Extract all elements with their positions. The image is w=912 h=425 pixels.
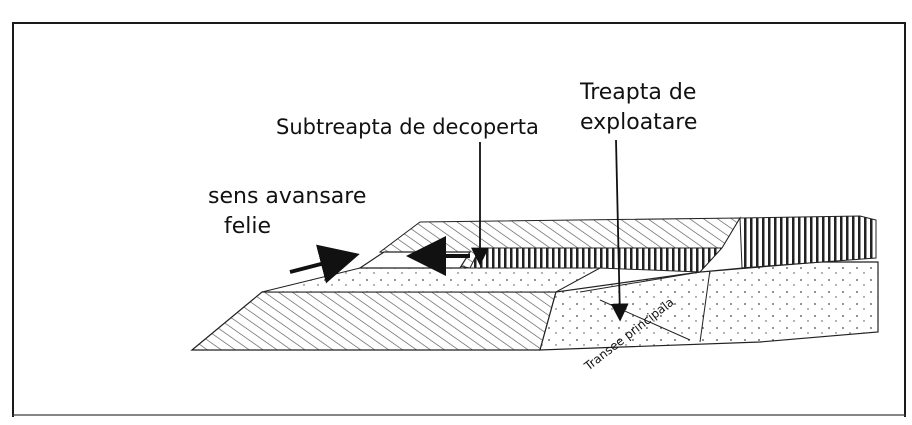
label-sens-line1: sens avansare: [208, 184, 366, 210]
advance-direction-arrow: [290, 256, 352, 272]
label-treapta-line1: Treapta de: [580, 80, 696, 106]
upper-bench-face: [470, 248, 722, 272]
label-sens-line2: felie: [224, 214, 271, 240]
lower-bench-top: [262, 268, 600, 292]
lower-bench-front: [192, 292, 556, 350]
label-treapta-line2: exploatare: [580, 110, 697, 136]
label-subtreapta: Subtreapta de decoperta: [276, 114, 539, 140]
right-bench-face: [740, 216, 876, 268]
